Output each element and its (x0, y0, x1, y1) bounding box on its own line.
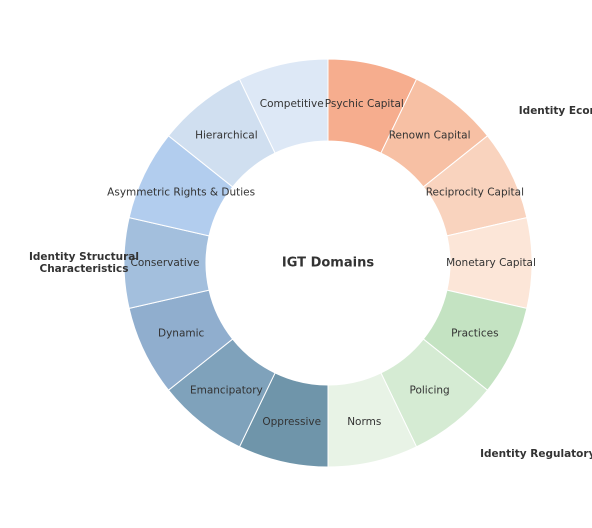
segment-label-emancipatory: Emancipatory (190, 384, 263, 396)
segment-label-reciprocity-capital: Reciprocity Capital (426, 186, 524, 198)
segment-label-hierarchical: Hierarchical (195, 130, 258, 142)
segment-label-asymmetric-rights-and-duties: Asymmetric Rights & Duties (107, 186, 255, 198)
segment-label-monetary-capital: Monetary Capital (446, 257, 536, 269)
group-labels: Identity EconomiesIdentity Regulatory Me… (29, 105, 592, 460)
donut-segments (123, 58, 533, 468)
segment-label-norms: Norms (347, 416, 381, 428)
group-label-identity-regulatory-mechanisms: Identity Regulatory Mechanisms (480, 448, 592, 460)
segment-label-psychic-capital: Psychic Capital (325, 98, 404, 110)
segment-label-practices: Practices (451, 328, 498, 340)
chart-title: IGT Domains (282, 256, 374, 271)
segment-label-conservative: Conservative (130, 257, 199, 269)
segment-label-dynamic: Dynamic (158, 328, 205, 340)
segment-label-policing: Policing (410, 384, 450, 396)
segment-label-oppressive: Oppressive (262, 416, 321, 428)
segment-competitive (238, 58, 329, 154)
segment-label-renown-capital: Renown Capital (389, 130, 471, 142)
segment-label-competitive: Competitive (260, 98, 324, 110)
group-label-identity-economies: Identity Economies (519, 105, 592, 117)
